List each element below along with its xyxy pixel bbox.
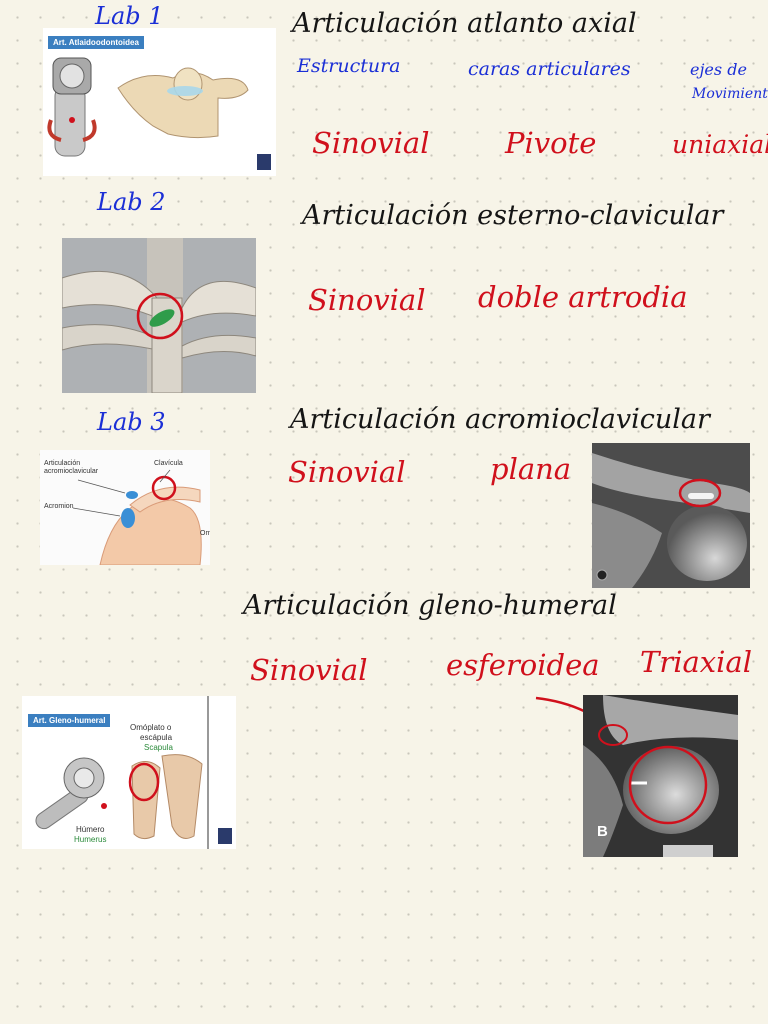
label-articulacion-line2: acromioclavicular (44, 468, 99, 475)
lab2-tipo: Sinovial (308, 283, 426, 317)
lab2-label: Lab 2 (97, 188, 166, 216)
lab1-forma: Pivote (505, 126, 597, 160)
lab1-title: Articulación atlanto axial (292, 8, 637, 39)
lab2-forma: doble artrodia (478, 280, 688, 314)
gleno-tipo: Sinovial (250, 653, 368, 687)
lab1-tipo: Sinovial (312, 126, 430, 160)
label-humero: Húmero (76, 825, 105, 834)
sternoclavicular-image (62, 238, 256, 393)
label-omoplato-line1: Omóplato o (130, 723, 172, 732)
gleno-image-badge: Art. Gleno-humeral (28, 714, 111, 727)
xray-letter: B (597, 823, 608, 840)
glenohumeral-image: Art. Gleno-humeral Omóplato o escápula S… (22, 696, 236, 849)
lab3-label: Lab 3 (97, 408, 166, 436)
label-humerus: Humerus (74, 835, 107, 844)
atlantoaxial-diagram (47, 57, 249, 157)
gleno-ejes: Triaxial (640, 645, 752, 679)
lab1-label: Lab 1 (95, 2, 164, 30)
gleno-forma: esferoidea (446, 648, 600, 682)
glenohumeral-xray-image (583, 695, 738, 857)
header-ejes-line2: Movimiento (692, 86, 768, 102)
label-acromion: Acromion (44, 503, 74, 510)
label-omoplato-line2: escápula (140, 733, 173, 742)
lab2-title: Articulación esterno-clavicular (302, 200, 724, 231)
glenohumeral-xray: B (583, 695, 738, 857)
gleno-title: Articulación gleno-humeral (243, 590, 617, 621)
label-scapula: Scapula (144, 743, 173, 752)
header-ejes-line1: ejes de (690, 60, 747, 79)
acromioclavicular-xray-image (592, 443, 750, 588)
label-articulacion-line1: Articulación (44, 460, 81, 467)
glenohumeral-diagram (35, 696, 209, 849)
lab1-ejes: uniaxial (672, 130, 768, 159)
image-badge: Art. Atlaidoodontoidea (48, 36, 144, 49)
lab3-title: Articulación acromioclavicular (290, 404, 710, 435)
lab3-tipo: Sinovial (288, 455, 406, 489)
label-om: Om (200, 530, 210, 537)
acromioclavicular-illustration (72, 469, 202, 565)
gleno-publisher-logo (218, 828, 232, 844)
label-clavicula: Clavícula (154, 460, 183, 467)
atlantoaxial-image: Art. Atlaidoodontoidea (43, 28, 276, 176)
acromioclavicular-xray (592, 443, 750, 588)
publisher-logo (257, 154, 271, 170)
sternoclavicular-illustration (62, 238, 256, 393)
acromioclavicular-diagram: Articulación acromioclavicular Clavícula… (40, 450, 210, 565)
header-caras-articulares: caras articulares (468, 58, 631, 80)
lab3-forma: plana (490, 452, 572, 486)
header-estructura: Estructura (297, 55, 401, 77)
